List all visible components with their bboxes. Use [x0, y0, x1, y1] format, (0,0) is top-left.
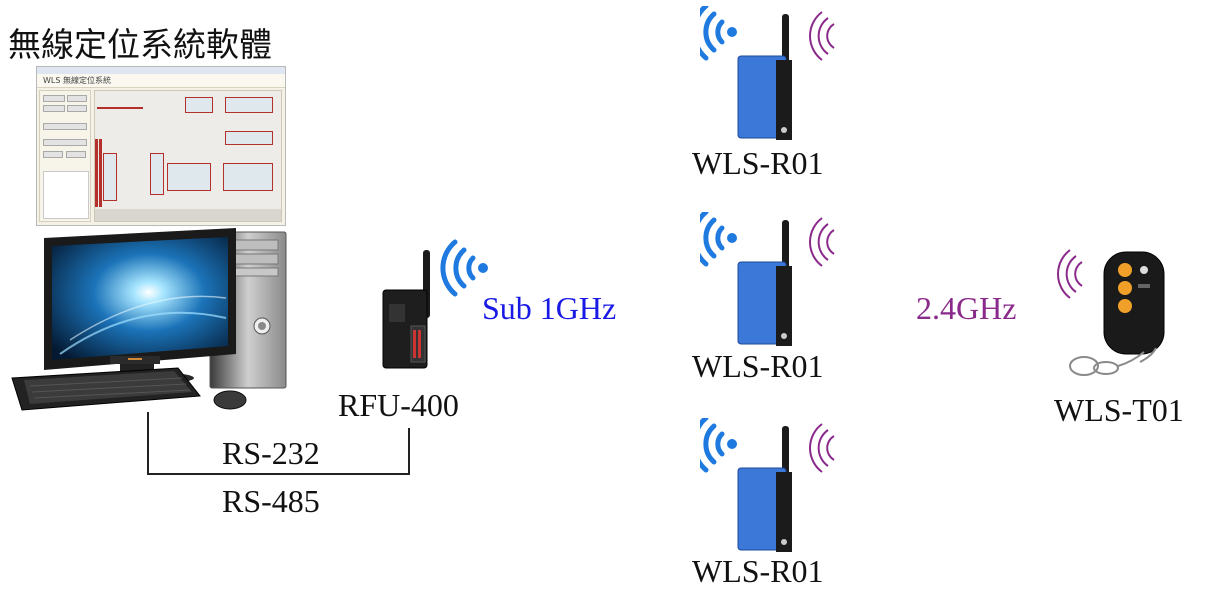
receiver-device-1: [700, 6, 835, 140]
rfu400-label: RFU-400: [338, 387, 459, 423]
mouse: [213, 390, 247, 410]
receiver-label-1: WLS-R01: [692, 145, 824, 181]
signal-icon: [809, 217, 835, 267]
window-titlebar: [37, 67, 285, 74]
wifi-icon: [440, 239, 488, 297]
diagram-title: 無線定位系統軟體: [8, 25, 272, 64]
wifi-icon: [700, 212, 737, 267]
receiver-label-2: WLS-R01: [692, 348, 824, 384]
receiver-device-3: [700, 418, 835, 552]
wifi-icon: [700, 6, 737, 61]
rfu400-device: [382, 239, 488, 369]
receiver-label-3: WLS-R01: [692, 553, 824, 589]
rs232-label: RS-232: [222, 435, 320, 471]
signal-icon: [809, 11, 835, 61]
software-screenshot: WLS 無線定位系統: [36, 66, 286, 226]
ghz24-label: 2.4GHz: [916, 290, 1017, 326]
floor-plan: [94, 90, 282, 222]
monitor: [44, 228, 236, 384]
tag-label: WLS-T01: [1054, 392, 1184, 428]
window-header: WLS 無線定位系統: [37, 74, 285, 88]
signal-icon: [809, 423, 835, 473]
wired-line-left: [147, 412, 149, 474]
software-sidebar: [39, 90, 91, 222]
sub1ghz-label: Sub 1GHz: [482, 290, 617, 326]
signal-icon: [1057, 249, 1083, 299]
receiver-device-2: [700, 212, 835, 346]
computer-illustration: [11, 228, 287, 411]
wifi-icon: [700, 418, 737, 473]
wired-line-right: [408, 428, 410, 475]
key-ring-icon: [1069, 347, 1157, 376]
keyboard: [11, 367, 201, 411]
tag-device: [1057, 249, 1165, 376]
rs485-label: RS-485: [222, 483, 320, 519]
wired-line-bottom: [147, 473, 410, 475]
